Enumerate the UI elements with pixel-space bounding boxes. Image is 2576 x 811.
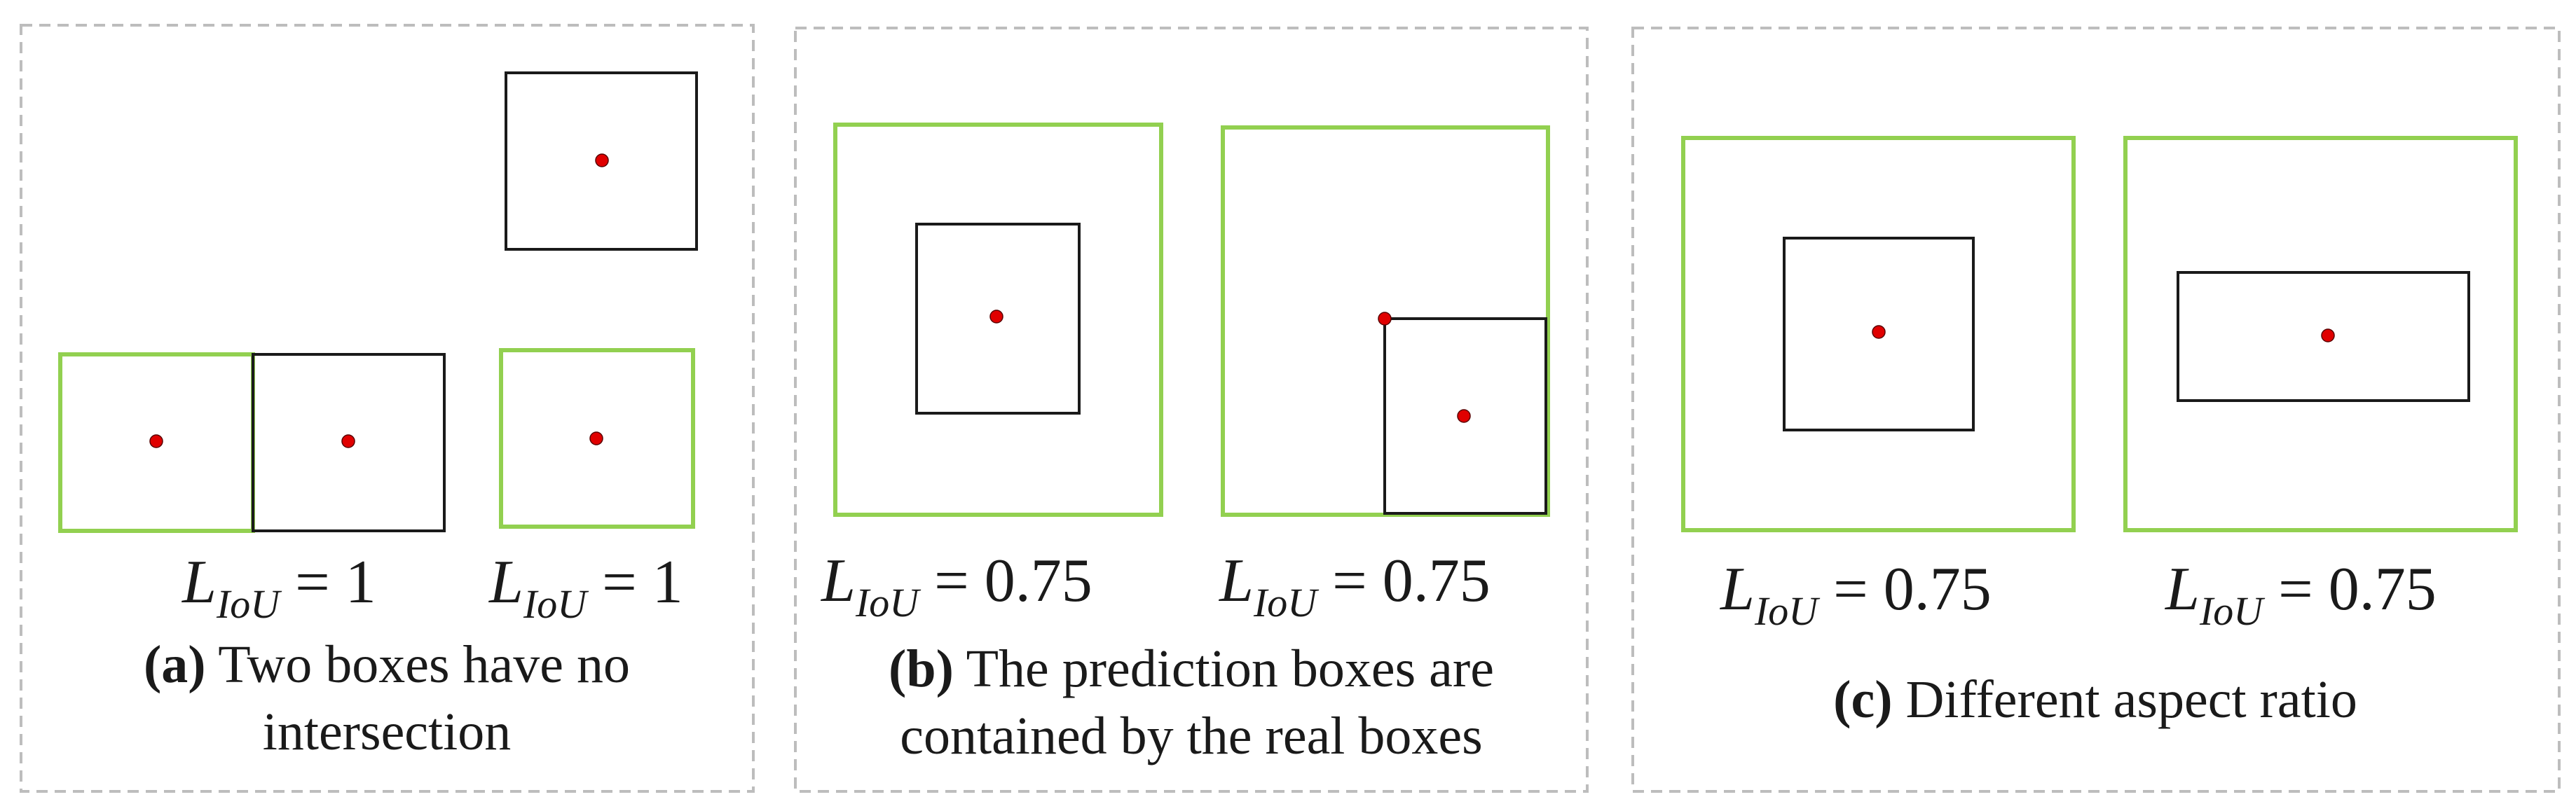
prediction-box-center <box>341 434 355 448</box>
real-box <box>1681 136 2076 532</box>
prediction-box <box>2177 271 2470 402</box>
panel-b-border <box>794 27 1589 793</box>
iou-loss-equation: LIoU = 0.75 <box>820 547 1092 625</box>
prediction-box-center <box>2321 328 2335 342</box>
prediction-box-center <box>989 310 1003 324</box>
real-box-center <box>589 431 603 445</box>
prediction-box <box>1383 317 1547 515</box>
panel-a: LIoU = 1 LIoU = 1 (a) Two boxes have no … <box>20 24 755 793</box>
real-box <box>499 348 695 529</box>
prediction-box <box>915 223 1081 415</box>
prediction-box-center <box>1457 409 1471 423</box>
real-box-center <box>1378 312 1392 326</box>
panel-b: LIoU = 0.75 LIoU = 0.75 (b) The predicti… <box>794 27 1589 793</box>
prediction-box <box>252 353 446 532</box>
panel-c-border <box>1631 27 2561 793</box>
prediction-box <box>1783 237 1975 431</box>
panel-a-caption-line1: (a) Two boxes have no <box>144 635 630 694</box>
panel-a-border <box>20 24 755 793</box>
prediction-box-center <box>1872 325 1886 339</box>
panel-a-caption-line2: intersection <box>263 702 512 761</box>
iou-loss-equation: LIoU = 0.75 <box>1218 547 1491 625</box>
real-box <box>833 123 1163 517</box>
iou-loss-equation: LIoU = 1 <box>488 548 683 627</box>
iou-loss-equation: LIoU = 1 <box>181 548 376 627</box>
real-box-center <box>149 434 163 448</box>
panel-b-caption-line2: contained by the real boxes <box>900 707 1482 765</box>
panel-c: LIoU = 0.75 LIoU = 0.75 (c) Different as… <box>1631 27 2561 793</box>
iou-loss-equation: LIoU = 0.75 <box>1719 555 1992 634</box>
panel-c-caption: (c) Different aspect ratio <box>1833 670 2357 729</box>
prediction-box <box>505 71 698 251</box>
prediction-box-center <box>595 153 609 167</box>
panel-b-caption-line1: (b) The prediction boxes are <box>889 639 1494 698</box>
real-box <box>2123 136 2518 532</box>
iou-loss-equation: LIoU = 0.75 <box>2164 555 2437 634</box>
